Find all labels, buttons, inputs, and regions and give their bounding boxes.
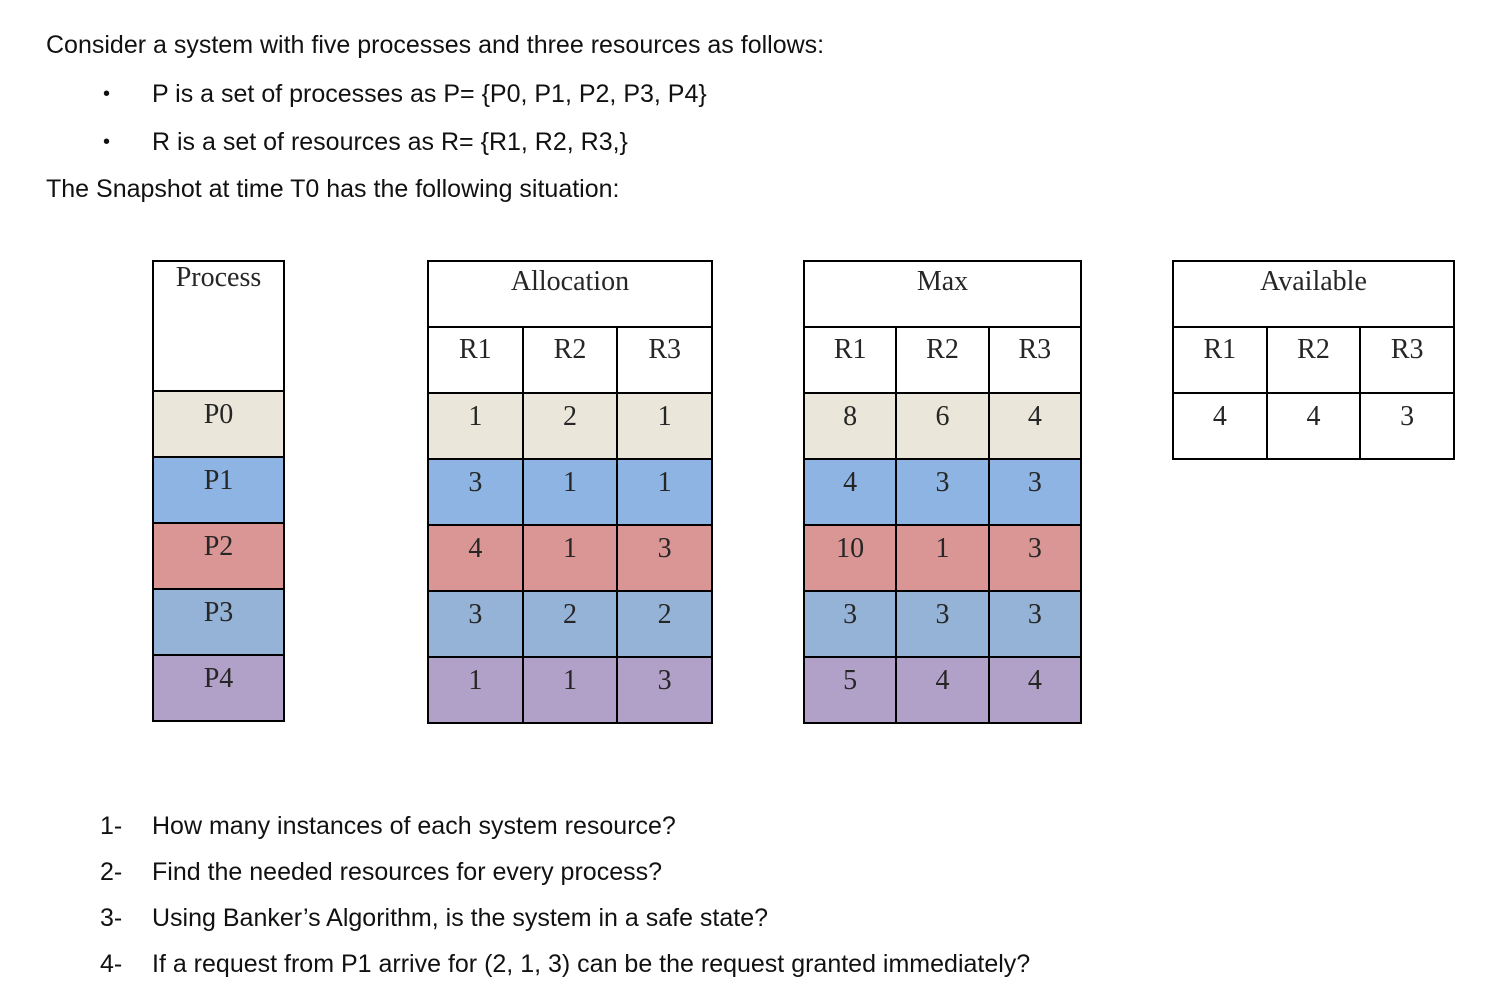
column-header-r1: R1 [427,326,524,394]
table-cell: 4 [987,392,1083,460]
bullet-icon: • [103,83,111,105]
available-table: Available R1 R2 R3 4 4 3 [1172,260,1455,460]
question-number: 1- [100,812,123,840]
table-cell: 5 [802,656,898,724]
table-cell: 1 [521,458,619,526]
allocation-table-title: Allocation [427,260,713,328]
column-header-r3: R3 [987,326,1083,394]
intro-line-2: The Snapshot at time T0 has the followin… [46,175,620,203]
table-cell: 4 [895,656,990,724]
process-table-header: Process [152,260,285,392]
table-cell: 4 [1172,392,1268,460]
table-cell: 1 [521,524,619,592]
question-number: 3- [100,904,123,932]
table-cell: 3 [1359,392,1455,460]
table-cell: 4 [427,524,524,592]
table-cell: 1 [521,656,619,724]
process-label: P1 [152,456,285,524]
question-text: Using Banker’s Algorithm, is the system … [152,904,769,932]
bullet-icon: • [103,131,111,153]
table-cell: 2 [521,590,619,658]
table-cell: 3 [987,524,1083,592]
bullet-item: • P is a set of processes as P= {P0, P1,… [0,80,1492,110]
max-table-title: Max [803,260,1082,328]
table-cell: 1 [895,524,990,592]
table-cell: 3 [616,656,713,724]
question-text: Find the needed resources for every proc… [152,858,662,886]
bullet-text: P is a set of processes as P= {P0, P1, P… [152,80,707,108]
bullet-text: R is a set of resources as R= {R1, R2, R… [152,128,628,156]
table-cell: 1 [616,392,713,460]
column-header-r3: R3 [1359,326,1455,394]
question-item: 2- Find the needed resources for every p… [0,858,1492,888]
allocation-table: Allocation R1 R2 R3 1 2 1 3 1 1 4 1 3 3 … [427,260,713,724]
column-header-r3: R3 [616,326,713,394]
question-text: How many instances of each system resour… [152,812,676,840]
question-item: 3- Using Banker’s Algorithm, is the syst… [0,904,1492,934]
process-label: P3 [152,588,285,656]
process-table: Process P0 P1 P2 P3 P4 [152,260,285,722]
table-cell: 3 [427,590,524,658]
question-item: 4- If a request from P1 arrive for (2, 1… [0,950,1492,980]
process-label: P2 [152,522,285,590]
table-cell: 3 [895,590,990,658]
column-header-r1: R1 [1172,326,1268,394]
table-cell: 2 [521,392,619,460]
table-cell: 3 [616,524,713,592]
intro-line-1: Consider a system with five processes an… [46,31,825,59]
table-cell: 1 [616,458,713,526]
process-label: P4 [152,654,285,722]
table-cell: 3 [427,458,524,526]
table-cell: 1 [427,392,524,460]
question-text: If a request from P1 arrive for (2, 1, 3… [152,950,1031,978]
table-cell: 4 [1265,392,1362,460]
table-cell: 10 [802,524,898,592]
column-header-r2: R2 [521,326,619,394]
column-header-r1: R1 [802,326,898,394]
column-header-r2: R2 [1265,326,1362,394]
table-cell: 3 [987,458,1083,526]
available-table-title: Available [1172,260,1455,328]
table-cell: 8 [802,392,898,460]
table-cell: 3 [802,590,898,658]
table-cell: 1 [427,656,524,724]
table-cell: 3 [895,458,990,526]
table-cell: 3 [987,590,1083,658]
column-header-r2: R2 [895,326,990,394]
table-cell: 2 [616,590,713,658]
question-item: 1- How many instances of each system res… [0,812,1492,842]
question-number: 4- [100,950,123,978]
process-label: P0 [152,390,285,458]
table-cell: 6 [895,392,990,460]
table-cell: 4 [802,458,898,526]
bullet-item: • R is a set of resources as R= {R1, R2,… [0,128,1492,158]
max-table: Max R1 R2 R3 8 6 4 4 3 3 10 1 3 3 3 3 5 [802,260,1083,724]
question-number: 2- [100,858,123,886]
table-cell: 4 [987,656,1083,724]
